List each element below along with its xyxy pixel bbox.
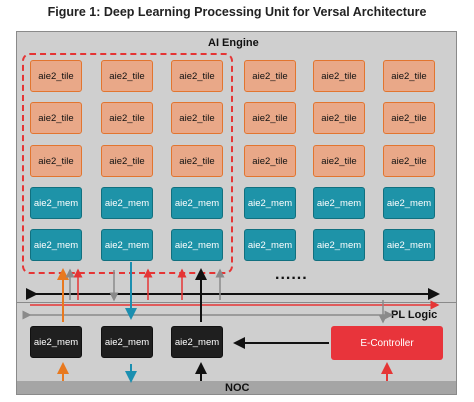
pl-divider (17, 302, 456, 303)
aie2-tile: aie2_tile (313, 60, 365, 92)
aie2-tile: aie2_tile (101, 60, 153, 92)
aie2-mem: aie2_mem (383, 187, 435, 219)
aie2-tile: aie2_tile (101, 145, 153, 177)
aie2-tile: aie2_tile (171, 102, 223, 134)
aie2-mem: aie2_mem (171, 229, 223, 261)
aie2-tile: aie2_tile (313, 102, 365, 134)
aie2-tile: aie2_tile (244, 60, 296, 92)
aie2-tile: aie2_tile (171, 60, 223, 92)
aie2-mem: aie2_mem (244, 229, 296, 261)
pl-mem-block: aie2_mem (171, 326, 223, 358)
more-columns-ellipsis: ...... (275, 266, 308, 283)
aie2-tile: aie2_tile (244, 102, 296, 134)
e-controller: E-Controller (331, 326, 443, 360)
aie2-tile: aie2_tile (383, 145, 435, 177)
aie2-tile: aie2_tile (30, 60, 82, 92)
figure-title: Figure 1: Deep Learning Processing Unit … (47, 5, 427, 19)
pl-mem-block: aie2_mem (30, 326, 82, 358)
aie2-mem: aie2_mem (171, 187, 223, 219)
pl-logic-label: PL Logic (391, 309, 438, 321)
aie2-tile: aie2_tile (244, 145, 296, 177)
aie2-mem: aie2_mem (383, 229, 435, 261)
aie2-mem: aie2_mem (101, 187, 153, 219)
dpu-highlight-region (22, 53, 233, 274)
aie2-mem: aie2_mem (30, 229, 82, 261)
aie2-mem: aie2_mem (313, 229, 365, 261)
aie2-tile: aie2_tile (30, 102, 82, 134)
aie2-tile: aie2_tile (30, 145, 82, 177)
aie2-mem: aie2_mem (313, 187, 365, 219)
aie2-mem: aie2_mem (101, 229, 153, 261)
aie2-mem: aie2_mem (30, 187, 82, 219)
aie2-mem: aie2_mem (244, 187, 296, 219)
aie2-tile: aie2_tile (313, 145, 365, 177)
aie2-tile: aie2_tile (171, 145, 223, 177)
noc-bar (17, 381, 456, 394)
noc-label: NOC (225, 382, 250, 394)
ai-engine-label: AI Engine (208, 37, 259, 49)
aie2-tile: aie2_tile (383, 102, 435, 134)
aie2-tile: aie2_tile (383, 60, 435, 92)
pl-mem-block: aie2_mem (101, 326, 153, 358)
aie2-tile: aie2_tile (101, 102, 153, 134)
